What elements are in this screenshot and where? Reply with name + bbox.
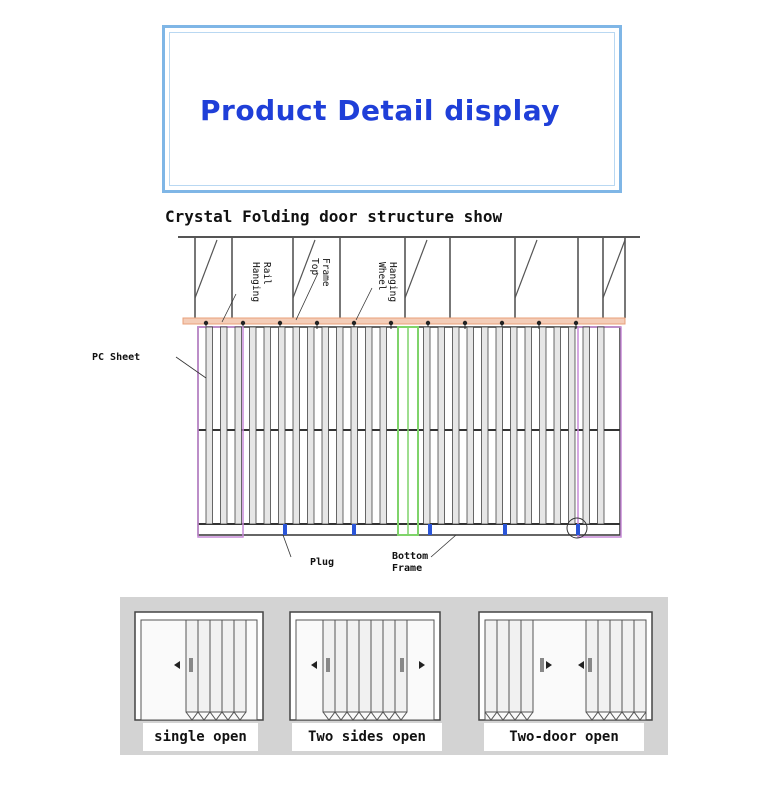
two-sides-open-door-icon [289, 611, 441, 721]
hanging-wheels [203, 320, 579, 329]
plugs [283, 524, 580, 535]
structure-title: Crystal Folding door structure show [165, 207, 503, 226]
pc-sheet-slat [452, 326, 460, 525]
ceiling-brace [602, 239, 626, 299]
ceiling-brace [404, 239, 428, 299]
mode-label-two-door-open: Two-door open [484, 723, 644, 751]
hanging-wheel [203, 320, 209, 326]
top-frame-label-line2: Frame [320, 258, 331, 287]
hanging-wheel [573, 320, 579, 326]
pc-sheet-slat [495, 326, 503, 525]
pc-sheet-slat [307, 326, 315, 525]
pc-sheet-slat [379, 326, 387, 525]
plug [352, 524, 356, 535]
hanging-wheel [388, 320, 394, 326]
pc-sheet-slat [481, 326, 489, 525]
pc-sheet-slat [292, 326, 300, 525]
hanging-wheel [536, 320, 542, 326]
bottom-frame-label-line1: Bottom [392, 551, 428, 562]
ceiling-braces [194, 237, 626, 318]
pc-sheet-slat [365, 326, 373, 525]
pc-sheet-slat [539, 326, 547, 525]
pc-sheet-slat [437, 326, 445, 525]
pc-sheet-slats [205, 326, 605, 525]
plug [576, 524, 580, 535]
pc-sheet-slat [524, 326, 532, 525]
pc-sheet-slat [205, 326, 213, 525]
hanging-wheel-label-line2: Wheel [376, 262, 387, 291]
pc-sheet-slat [249, 326, 257, 525]
hanging-wheel [277, 320, 283, 326]
top-frame-label-line1: Top [309, 258, 320, 275]
hanging-rail-label-line2: Rail [261, 262, 272, 285]
pc-sheet-slat [510, 326, 518, 525]
hanging-rail [182, 317, 626, 325]
pc-sheet-slat [336, 326, 344, 525]
pc-sheet-slat [466, 326, 474, 525]
pc-sheet-slat [263, 326, 271, 525]
pc-sheet-slat [220, 326, 228, 525]
hanging-wheel [314, 320, 320, 326]
mode-label-single-open: single open [143, 723, 258, 751]
pc-sheet-slat [278, 326, 286, 525]
structure-diagram: Hanging Rail Top Frame Hanging Wheel PC … [92, 236, 640, 574]
pc-sheet-slat [234, 326, 242, 525]
page-title: Product Detail display [200, 94, 560, 127]
plug [428, 524, 432, 535]
hanging-wheel [425, 320, 431, 326]
hanging-wheel [462, 320, 468, 326]
plug-label: Plug [310, 557, 334, 568]
hanging-rail-label-line1: Hanging [250, 262, 261, 302]
pc-sheet-slat [321, 326, 329, 525]
mode-label-two-sides-open: Two sides open [292, 723, 442, 751]
header-box [162, 25, 622, 193]
ceiling-brace [514, 239, 538, 299]
bottom-frame-label-line2: Frame [392, 563, 422, 574]
two-door-open-door-icon [478, 611, 653, 721]
plug [283, 524, 287, 535]
hanging-wheel [351, 320, 357, 326]
pc-sheet-label: PC Sheet [92, 352, 140, 363]
single-open-door-icon [134, 611, 264, 721]
hanging-wheel [240, 320, 246, 326]
plug [503, 524, 507, 535]
pc-sheet-slat [350, 326, 358, 525]
pc-sheet-slat [423, 326, 431, 525]
pc-sheet-slat [568, 326, 576, 525]
pc-sheet-slat [553, 326, 561, 525]
hanging-wheel [499, 320, 505, 326]
pc-sheet-slat [597, 326, 605, 525]
ceiling-brace [292, 239, 316, 299]
hanging-wheel-label-line1: Hanging [387, 262, 398, 302]
ceiling-brace [194, 239, 218, 299]
wheel-detail-circle [566, 517, 588, 539]
pc-sheet-slat [582, 326, 590, 525]
